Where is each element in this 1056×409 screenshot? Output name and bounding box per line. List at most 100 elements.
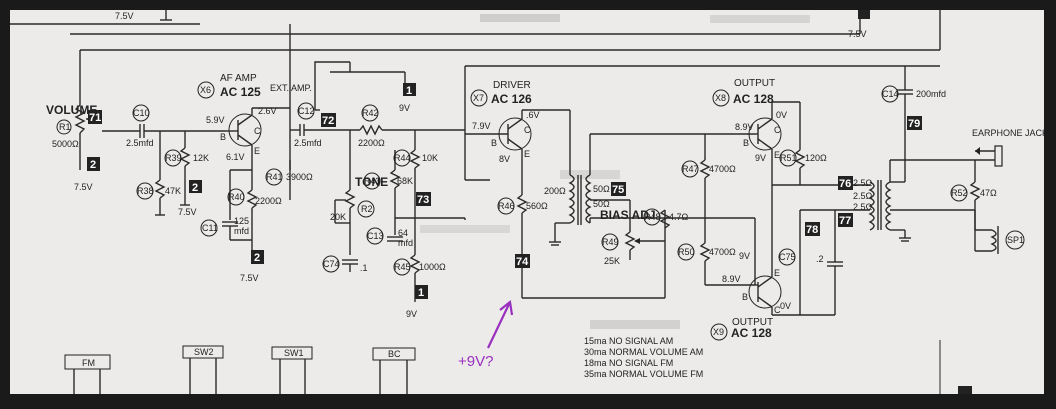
r41-ref: R41 xyxy=(266,172,283,182)
x8-e-voltage: 9V xyxy=(755,153,766,163)
x9-b-voltage: 8.9V xyxy=(722,274,741,284)
r52-value: 47Ω xyxy=(980,188,997,198)
driver-label: DRIVER xyxy=(493,80,531,91)
r40-ref: R40 xyxy=(228,192,245,202)
switch-boxes xyxy=(64,340,972,394)
x6-ref: X6 xyxy=(200,85,211,95)
c12-ref: C12 xyxy=(298,106,315,116)
badge-2-volume xyxy=(87,157,100,171)
current-note-2: 30ma NORMAL VOLUME AM xyxy=(584,347,703,357)
voltage-top-right: 7.5V xyxy=(848,29,867,39)
c12-value: 2.5mfd xyxy=(294,138,322,148)
badge-74-text: 74 xyxy=(516,256,529,268)
c13-ref: C13 xyxy=(367,231,384,241)
badge-72-text: 72 xyxy=(322,115,334,127)
x6-c-pin: C xyxy=(254,126,261,136)
x6-e-voltage: 6.1V xyxy=(226,152,245,162)
earphone-jack-label: EARPHONE JACK xyxy=(972,128,1044,138)
x8-ref: X8 xyxy=(715,93,726,103)
r38-ref: R38 xyxy=(137,186,154,196)
c13-value: 64 xyxy=(398,228,408,238)
r2-ref: R2 xyxy=(361,204,373,214)
r40-value: 2200Ω xyxy=(255,196,282,206)
c74-ref: C74 xyxy=(323,259,340,269)
x9-ref: X9 xyxy=(713,327,724,337)
x6-transistor xyxy=(225,50,291,170)
badge-76-text: 76 xyxy=(839,178,851,190)
xfmr-out-a: 2.5Ω xyxy=(853,178,873,188)
x7-e-pin: E xyxy=(524,149,530,159)
x9-e-voltage: 9V xyxy=(739,251,750,261)
badge-2-c11 xyxy=(251,250,264,264)
r50-ref: R50 xyxy=(678,247,695,257)
r51-value: 120Ω xyxy=(805,153,827,163)
badge-72 xyxy=(321,113,336,127)
x6-c-voltage: 2.6V xyxy=(258,106,277,116)
current-note-3: 18ma NO SIGNAL FM xyxy=(584,358,673,368)
badge-1-r45 xyxy=(415,285,428,299)
tone-network xyxy=(334,130,465,302)
r48-ref: R48 xyxy=(644,212,661,222)
r47-ref: R47 xyxy=(682,164,699,174)
x9-b-pin: B xyxy=(742,292,748,302)
c74-value: .1 xyxy=(360,263,368,273)
badge-1-ext xyxy=(403,83,416,96)
x8-b-pin: B xyxy=(743,138,749,148)
c10-value: 2.5mfd xyxy=(126,138,154,148)
xfmr-sec-b: 50Ω xyxy=(593,199,610,209)
c11-ref: C11 xyxy=(202,223,218,233)
r39-ref: R39 xyxy=(165,153,182,163)
badge-75 xyxy=(611,182,626,196)
x7-c-pin: C xyxy=(524,125,531,135)
switch-fm: FM xyxy=(82,358,95,368)
r1-ref: R1 xyxy=(59,122,71,132)
earphone-jack xyxy=(969,145,1003,254)
badge-top-2 xyxy=(858,10,870,19)
badge-71 xyxy=(88,110,102,124)
x6-b-voltage: 5.9V xyxy=(206,115,225,125)
top-rails xyxy=(10,10,941,51)
badge-2-volume-text: 2 xyxy=(90,159,96,171)
bias-adj-label: BIAS ADJ xyxy=(600,208,656,222)
r49-value: 25K xyxy=(604,256,620,266)
c75-value: .2 xyxy=(816,254,824,264)
r46-value: 560Ω xyxy=(526,201,548,211)
voltage-c11: 7.5V xyxy=(240,273,259,283)
x7-type: AC 126 xyxy=(491,92,532,106)
r50-value: 4700Ω xyxy=(709,247,736,257)
xfmr-pri: 200Ω xyxy=(544,186,566,196)
x6-e-pin: E xyxy=(254,146,260,156)
x7-b-voltage: 7.9V xyxy=(472,121,491,131)
badge-2-r39-text: 2 xyxy=(192,182,198,194)
x9-transistor xyxy=(748,185,801,316)
badge-77-text: 77 xyxy=(839,215,851,227)
r48-value: 4.7Ω xyxy=(669,212,689,222)
x6-b-pin: B xyxy=(220,132,226,142)
x9-type: AC 128 xyxy=(731,326,772,340)
r41-value: 3900Ω xyxy=(286,172,313,182)
switch-bc: BC xyxy=(388,349,401,359)
badge-78-text: 78 xyxy=(806,224,818,236)
r39-value: 12K xyxy=(193,153,209,163)
badge-73 xyxy=(416,192,431,206)
r1-value: 5000Ω xyxy=(52,139,79,149)
x7-e-voltage: 8V xyxy=(499,154,510,164)
current-note-4: 35ma NORMAL VOLUME FM xyxy=(584,369,703,379)
badge-76 xyxy=(838,176,853,190)
x7-c-voltage: .6V xyxy=(526,110,540,120)
x8-c-pin: C xyxy=(774,125,781,135)
c10-ref: C10 xyxy=(133,108,150,118)
ext-amp-jack xyxy=(314,61,406,111)
badge-2-c11-text: 2 xyxy=(254,252,260,264)
driver-transformer xyxy=(549,133,755,246)
badge-74 xyxy=(515,254,530,268)
xfmr-out-b: 2.5Ω xyxy=(853,191,873,201)
x8-transistor xyxy=(748,101,870,186)
r44-ref: R44 xyxy=(394,153,411,163)
r43-value: 68K xyxy=(397,176,413,186)
c75-capacitor xyxy=(800,209,870,316)
x9-c-voltage: 0V xyxy=(780,301,791,311)
c14-ref: C14 xyxy=(882,89,899,99)
badge-2-r39 xyxy=(189,180,202,193)
